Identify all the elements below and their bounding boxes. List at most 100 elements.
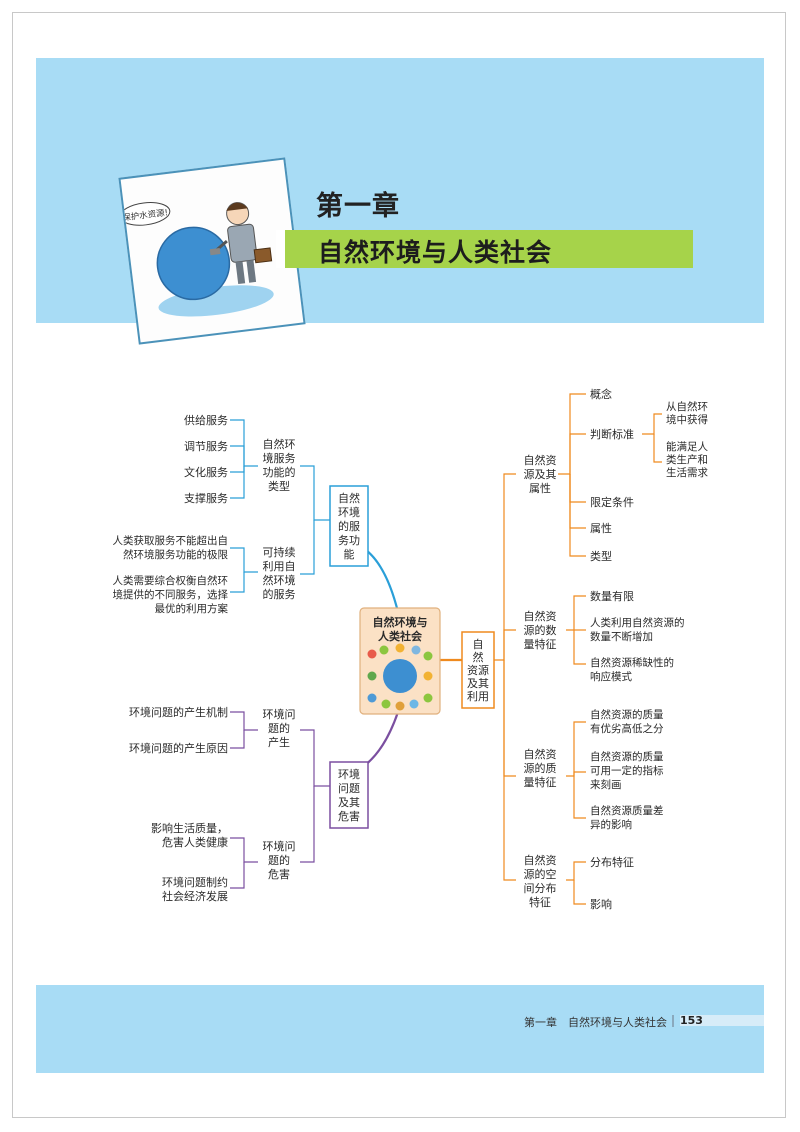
footer-chapter: 第一章 <box>524 1016 557 1029</box>
cartoon-drawing: 保护水资源! <box>119 202 274 317</box>
footer-accent-bar <box>680 1015 764 1026</box>
footer-title: 自然环境与人类社会 <box>568 1016 667 1029</box>
harm-item-2: 环境问题制约 社会经济发展 <box>162 875 228 903</box>
service-types-label-2: 功能的 <box>263 465 296 479</box>
node-resource-spatial: 自然资 源的空 间分布 特征 <box>524 853 557 909</box>
quantity-item-2-line-0: 人类利用自然资源的 <box>590 616 685 629</box>
mind-map: 自然环境与 人类社会 自然 环境 的服 务功 能 自然环 境服务 功能的 类型 … <box>113 387 709 911</box>
center-line1: 自然环境与 <box>373 615 428 629</box>
origin-label-2: 产生 <box>268 735 290 749</box>
service-types-label-3: 类型 <box>268 479 290 493</box>
quality-label-2: 量特征 <box>524 775 557 789</box>
sustainable-label-1: 利用自 <box>263 560 296 573</box>
recycle-icon <box>379 645 389 655</box>
spatial-label-2: 间分布 <box>524 882 557 895</box>
node-resource-quality: 自然资 源的质 量特征 <box>524 747 557 789</box>
center-node: 自然环境与 人类社会 <box>359 607 441 715</box>
service-type-supply: 供给服务 <box>184 413 228 427</box>
sustainable-item-1-line-0: 人类获取服务不能超出自 <box>113 534 229 547</box>
plant-icon <box>381 699 391 709</box>
ecosystem-label-1: 环境 <box>338 505 360 519</box>
spatial-label-3: 特征 <box>529 895 551 909</box>
faucet-icon <box>209 248 221 256</box>
sustainable-item-2-line-0: 人类需要综合权衡自然环 <box>113 574 229 587</box>
sustainable-item-2: 人类需要综合权衡自然环 境提供的不同服务，选择 最优的利用方案 <box>113 574 229 615</box>
spatial-label-1: 源的空 <box>524 867 557 881</box>
quality-item-3-line-0: 自然资源质量差 <box>590 804 664 817</box>
tree-icon <box>367 671 377 681</box>
ecosystem-label-3: 务功 <box>338 534 360 547</box>
sustainable-label-2: 然环境 <box>263 573 296 587</box>
globe-icon <box>156 226 231 301</box>
purple-branch-lines <box>230 711 400 889</box>
node-problem-harm: 环境问 题的 危害 <box>263 839 296 881</box>
attribute-types: 类型 <box>590 549 612 563</box>
quantity-item-3-line-1: 响应模式 <box>590 670 632 683</box>
spatial-label-0: 自然资 <box>524 853 557 867</box>
globe-icon <box>383 659 417 693</box>
man-suit <box>227 223 258 263</box>
quality-item-2: 自然资源的质量 可用一定的指标 来刻画 <box>590 750 664 791</box>
attributes-label-1: 源及其 <box>524 467 557 481</box>
sustainable-label-0: 可持续 <box>263 545 296 559</box>
quality-item-1-line-1: 有优劣高低之分 <box>590 722 664 735</box>
spatial-influence: 影响 <box>590 898 612 911</box>
spatial-distribution: 分布特征 <box>590 855 634 869</box>
title-bar-accent <box>276 230 285 268</box>
service-type-regulation: 调节服务 <box>184 440 228 453</box>
resources-label-2: 资源 <box>467 663 489 677</box>
criteria-item-2-line-1: 类生产和 <box>666 453 708 466</box>
harm-label-1: 题的 <box>268 853 290 867</box>
sustainable-item-2-line-2: 最优的利用方案 <box>155 602 229 615</box>
house-icon <box>395 701 405 711</box>
service-types-label-0: 自然环 <box>263 437 296 451</box>
node-natural-resources: 自 然 资源 及其 利用 <box>461 631 495 709</box>
ecosystem-label-0: 自然 <box>338 491 360 505</box>
page-frame <box>12 12 786 1118</box>
sun-icon <box>367 649 377 659</box>
node-problem-origin: 环境问 题的 产生 <box>263 707 296 749</box>
harm-label-0: 环境问 <box>263 839 296 853</box>
node-resource-quantity: 自然资 源的数 量特征 <box>524 609 557 651</box>
page-number: 153 <box>680 1014 703 1027</box>
man-leg-left <box>235 261 246 285</box>
criteria-item-1: 从自然环 境中获得 <box>666 400 708 426</box>
node-ecosystem-services: 自然 环境 的服 务功 能 <box>329 485 369 567</box>
service-types-label-1: 境服务 <box>263 451 296 465</box>
env-problems-label-3: 危害 <box>338 809 360 823</box>
quantity-label-0: 自然资 <box>524 609 557 623</box>
sustainable-label-3: 的服务 <box>263 587 296 601</box>
chapter-number: 第一章 <box>316 191 400 222</box>
resources-label-4: 利用 <box>467 690 489 703</box>
harm-item-2-line-0: 环境问题制约 <box>162 875 228 889</box>
center-line2: 人类社会 <box>378 629 423 643</box>
harm-item-1-line-0: 影响生活质量， <box>151 821 228 835</box>
footer-band <box>36 985 764 1073</box>
sustainable-item-2-line-1: 境提供的不同服务，选择 <box>113 588 229 601</box>
harm-item-1: 影响生活质量， 危害人类健康 <box>151 821 228 849</box>
quantity-label-2: 量特征 <box>524 637 557 651</box>
criteria-item-1-line-1: 境中获得 <box>666 413 708 426</box>
origin-label-1: 题的 <box>268 721 290 735</box>
criteria-item-2-line-0: 能满足人 <box>666 440 708 453</box>
footer-separator <box>672 1015 674 1027</box>
blue-branch-lines <box>230 419 400 613</box>
cartoon-illustration: 保护水资源! <box>118 157 306 345</box>
origin-cause: 环境问题的产生原因 <box>129 741 228 755</box>
node-sustainable-use: 可持续 利用自 然环境 的服务 <box>263 545 296 601</box>
attribute-constraints: 限定条件 <box>590 495 634 509</box>
attributes-label-2: 属性 <box>529 481 551 495</box>
attribute-concept: 概念 <box>590 387 612 401</box>
service-type-culture: 文化服务 <box>184 465 228 479</box>
origin-mechanism: 环境问题的产生机制 <box>129 705 228 719</box>
man-leg-right <box>246 260 257 283</box>
orange-branch-lines <box>440 393 662 905</box>
windmill-icon <box>411 645 421 655</box>
energy-icon <box>423 693 433 703</box>
quality-item-2-line-0: 自然资源的质量 <box>590 750 664 763</box>
quantity-label-1: 源的数 <box>524 623 557 637</box>
criteria-item-2: 能满足人 类生产和 生活需求 <box>666 440 708 479</box>
harm-item-2-line-1: 社会经济发展 <box>162 889 228 903</box>
quality-label-0: 自然资 <box>524 747 557 761</box>
quantity-item-1: 数量有限 <box>590 589 634 603</box>
